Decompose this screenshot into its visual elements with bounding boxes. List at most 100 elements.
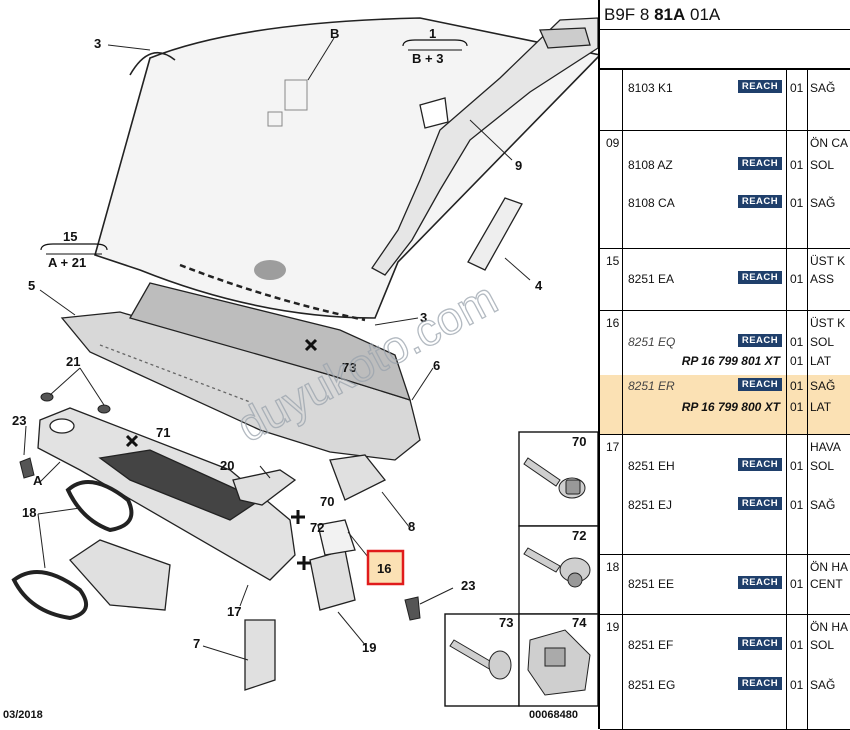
part-code: 8251 EE (628, 577, 675, 591)
replacement-part-number: RP 16 799 800 XT (681, 400, 780, 414)
part-row[interactable]: 8251 EA REACH 01 ASS (600, 269, 850, 289)
callout-b: B (330, 26, 339, 41)
callout-8: 8 (408, 519, 415, 534)
bolt-72-icon (523, 547, 591, 588)
column-divider (786, 554, 787, 614)
part-side-label: SAĞ (810, 196, 836, 210)
fastener-inset-grid: 70 72 73 74 (444, 431, 598, 707)
inset-label-72: 72 (572, 528, 586, 543)
bolt-73-icon (449, 639, 512, 680)
column-divider (786, 130, 787, 248)
reach-badge: REACH (738, 157, 782, 170)
part-quantity: 01 (790, 354, 804, 368)
footer-date: 03/2018 (3, 709, 43, 721)
group-caption: ÜST K (810, 254, 846, 268)
part-side-label: ASS (810, 272, 835, 286)
air-duct-parts (69, 454, 387, 691)
part-code: 8108 CA (628, 196, 675, 210)
part-code: 8251 EJ (628, 498, 673, 512)
part-code: 8251 EH (628, 459, 675, 473)
panel-header: B9F 8 81A 01A (600, 0, 850, 30)
callout-16-highlight-box (366, 549, 405, 586)
group-caption: ÖN HA (810, 560, 849, 574)
column-divider (622, 554, 623, 614)
part-side-label: SOL (810, 459, 835, 473)
reach-badge: REACH (738, 271, 782, 284)
part-side-label: SAĞ (810, 81, 836, 95)
seal-ring-18 (11, 480, 134, 621)
group-number: 16 (606, 316, 620, 330)
part-code: 8251 EQ (628, 335, 676, 349)
column-divider (807, 130, 808, 248)
windscreen-part-b (94, 17, 598, 322)
column-divider (786, 614, 787, 729)
header-suffix: 01A (685, 5, 721, 24)
column-divider (807, 310, 808, 434)
fastener-markers (125, 338, 318, 570)
callout-23-left: 23 (12, 413, 26, 428)
callout-15-composition: A + 21 (48, 255, 86, 270)
inset-label-73: 73 (499, 615, 513, 630)
column-divider (807, 554, 808, 614)
group-caption: HAVA (810, 440, 841, 454)
column-divider (786, 70, 787, 130)
scuttle-panel-5 (60, 282, 421, 461)
header-bold: 81A (654, 5, 686, 24)
part-side-label: SOL (810, 158, 835, 172)
inset-label-70: 70 (572, 434, 586, 449)
part-code: 8251 EA (628, 272, 675, 286)
part-quantity: 01 (790, 498, 804, 512)
group-number: 15 (606, 254, 620, 268)
part-side-label: SAĞ (810, 498, 836, 512)
a-pillar-trim-9 (371, 17, 598, 276)
exploded-parts-diagram: 1 B + 3 15 A + 21 3 B 9 4 5 3 73 6 21 23… (3, 17, 598, 721)
group-number: 18 (606, 560, 620, 574)
part-side-label: CENT (810, 577, 843, 591)
callout-1-composition: B + 3 (412, 51, 443, 66)
inset-label-74: 74 (572, 615, 587, 630)
part-side-label: LAT (810, 400, 832, 414)
bolt-70-icon (523, 457, 586, 499)
reach-badge: REACH (738, 458, 782, 471)
callout-15: 15 (63, 229, 77, 244)
part-code: 8251 ER (628, 379, 675, 393)
part-side-label: LAT (810, 354, 832, 368)
part-side-label: SOL (810, 638, 835, 652)
column-divider (622, 434, 623, 554)
reach-badge: REACH (738, 334, 782, 347)
column-divider (807, 434, 808, 554)
part-quantity: 01 (790, 81, 804, 95)
callout-23-right: 23 (461, 578, 475, 593)
panel-subheader (600, 30, 850, 70)
parts-group: 15 ÜST K 8251 EA REACH 01 ASS (600, 248, 850, 311)
leader-lines (23, 37, 531, 661)
column-divider (622, 248, 623, 310)
footer-reference: 00068480 (529, 709, 578, 721)
column-divider (786, 434, 787, 554)
column-divider (786, 248, 787, 310)
header-prefix: B9F 8 (604, 5, 655, 24)
reach-badge: REACH (738, 195, 782, 208)
callout-21: 21 (66, 354, 80, 369)
part-quantity: 01 (790, 272, 804, 286)
group-bracket-1 (402, 39, 468, 47)
column-divider (807, 614, 808, 729)
callout-7: 7 (193, 636, 200, 651)
group-caption: ÜST K (810, 316, 846, 330)
column-divider (807, 70, 808, 130)
reach-badge: REACH (738, 677, 782, 690)
